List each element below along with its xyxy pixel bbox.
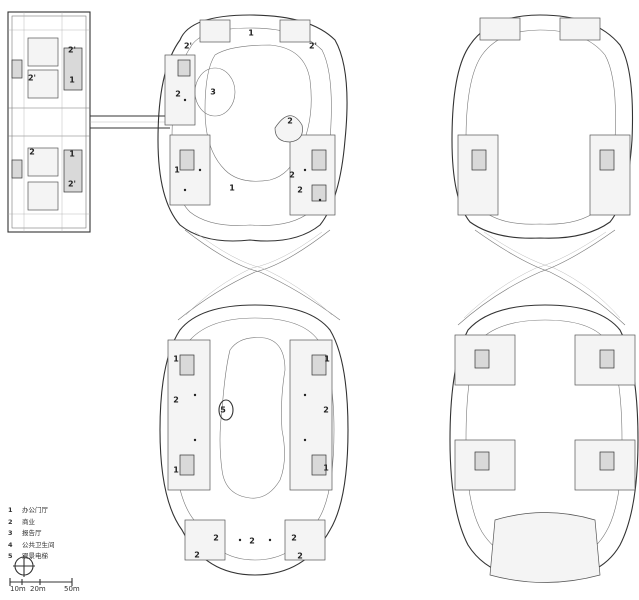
label-mid-1-e: 1	[173, 466, 179, 475]
label-mid-2-b: 2	[287, 117, 293, 126]
legend-item: 4 公共卫生间	[8, 540, 55, 552]
label-mid-2-h: 2	[291, 534, 297, 543]
label-mid-2s-a: 2'	[184, 42, 192, 51]
label-mid-3: 3	[210, 88, 216, 97]
label-left-1b: 1	[69, 150, 75, 159]
label-mid-2s-b: 2'	[309, 42, 317, 51]
label-mid-2-e: 2	[173, 396, 179, 405]
legend-key: 2	[8, 517, 13, 526]
label-mid-2-f: 2	[323, 406, 329, 415]
label-mid-2-g: 2	[213, 534, 219, 543]
legend-label: 商业	[22, 517, 35, 526]
scale-bar	[9, 578, 73, 586]
legend-key: 4	[8, 540, 13, 549]
label-mid-2-j: 2	[194, 551, 200, 560]
legend-key: 3	[8, 529, 13, 537]
scale-label-10m: 10m	[10, 585, 26, 593]
legend-key: 1	[8, 506, 13, 514]
label-mid-1-b: 1	[229, 184, 235, 193]
label-mid-1-f: 1	[323, 464, 329, 473]
label-mid-2-d: 2	[297, 186, 303, 195]
label-left-2d: 2'	[68, 180, 76, 189]
scale-label-20m: 20m	[30, 585, 46, 593]
label-mid-2-k: 2	[297, 552, 303, 561]
label-left-1a: 1	[69, 76, 75, 85]
upper-floor-figure-eight-plan	[449, 14, 639, 583]
legend-label: 办公门厅	[22, 506, 48, 514]
label-mid-2-i: 2	[249, 537, 255, 546]
legend-item: 1 办公门厅	[8, 505, 55, 517]
legend-item: 3 报告厅	[8, 528, 55, 540]
legend-label: 报告厅	[22, 529, 42, 537]
label-mid-2-a: 2	[175, 90, 181, 99]
label-mid-5: 5	[220, 406, 226, 415]
main-figure-eight-plan	[157, 14, 349, 576]
label-left-2c: 2	[29, 148, 35, 157]
label-mid-1-d: 1	[324, 355, 330, 364]
plan-legend: 1 办公门厅 2 商业 3 报告厅 4 公共卫生间 5 观景电梯	[8, 505, 55, 563]
connecting-bridge	[90, 115, 170, 129]
legend-item: 5 观景电梯	[8, 551, 55, 563]
legend-label: 观景电梯	[22, 552, 48, 560]
label-mid-1-c: 1	[173, 355, 179, 364]
scale-label-50m: 50m	[64, 585, 80, 593]
legend-label: 公共卫生间	[22, 540, 55, 549]
label-mid-1-a: 1	[174, 166, 180, 175]
label-mid-1-top: 1	[248, 29, 254, 38]
north-arrow-icon	[13, 555, 35, 577]
label-left-2b: 2'	[28, 74, 36, 83]
label-mid-2-c: 2	[289, 171, 295, 180]
legend-item: 2 商业	[8, 517, 55, 529]
left-annex-building	[7, 11, 91, 233]
legend-key: 5	[8, 552, 13, 560]
label-left-2a: 2'	[68, 46, 76, 55]
